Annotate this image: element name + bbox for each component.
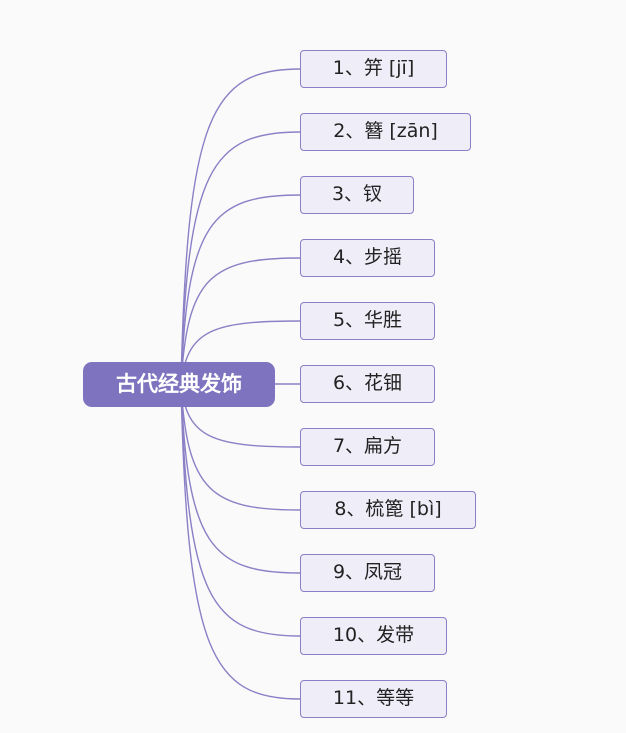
branch-topic-3[interactable]: 3、钗 bbox=[300, 176, 414, 214]
branch-topic-9[interactable]: 9、凤冠 bbox=[300, 554, 435, 592]
branch-topic-11[interactable]: 11、等等 bbox=[300, 680, 447, 718]
branch-topic-1[interactable]: 1、笄 [jī] bbox=[300, 50, 447, 88]
connector-line-11 bbox=[180, 384, 301, 700]
connector-line-9 bbox=[180, 384, 301, 574]
branch-topic-5[interactable]: 5、华胜 bbox=[300, 302, 435, 340]
branch-topic-4[interactable]: 4、步摇 bbox=[300, 239, 435, 277]
connector-line-8 bbox=[180, 384, 301, 511]
root-topic[interactable]: 古代经典发饰 bbox=[83, 362, 275, 407]
branch-topic-2[interactable]: 2、簪 [zān] bbox=[300, 113, 471, 151]
branch-topic-8[interactable]: 8、梳篦 [bì] bbox=[300, 491, 476, 529]
connector-line-10 bbox=[180, 384, 301, 637]
connector-line-2 bbox=[180, 131, 301, 385]
branch-topic-10[interactable]: 10、发带 bbox=[300, 617, 447, 655]
connector-line-3 bbox=[180, 194, 301, 385]
branch-topic-6[interactable]: 6、花钿 bbox=[300, 365, 435, 403]
connector-line-4 bbox=[180, 257, 301, 385]
branch-topic-7[interactable]: 7、扁方 bbox=[300, 428, 435, 466]
connector-line-1 bbox=[180, 68, 301, 385]
